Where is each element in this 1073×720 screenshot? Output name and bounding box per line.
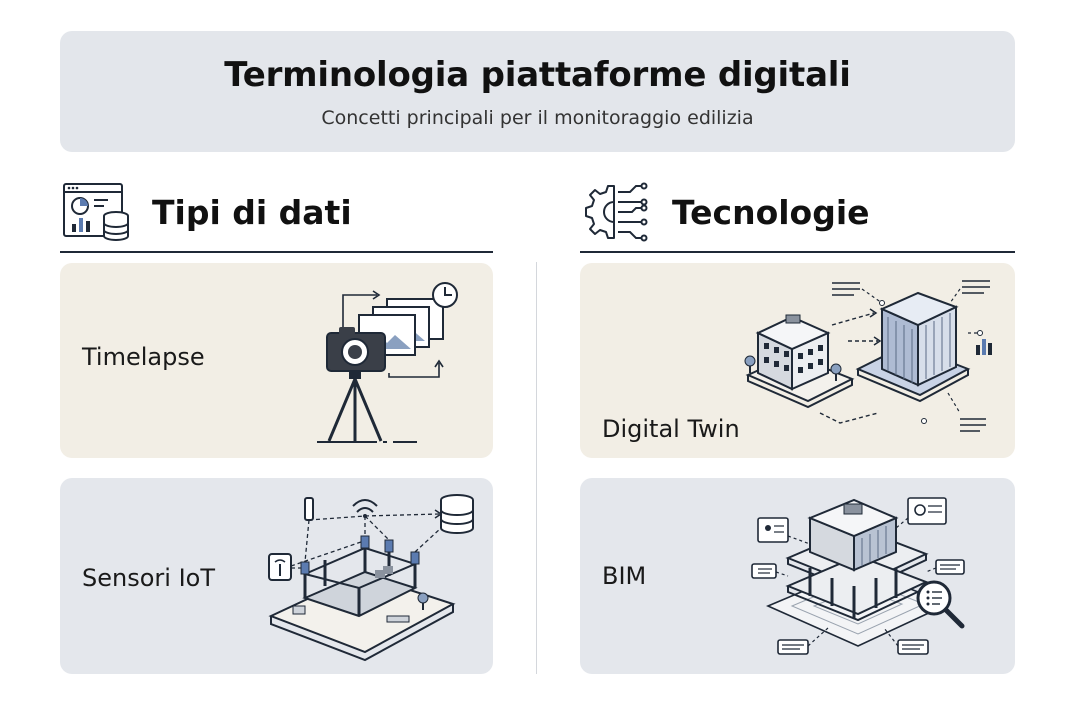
gear-circuit-icon xyxy=(585,182,648,242)
section-divider-right xyxy=(580,251,1015,253)
page-title: Terminologia piattaforme digitali xyxy=(224,54,851,95)
column-divider xyxy=(536,262,537,674)
page-subtitle: Concetti principali per il monitoraggio … xyxy=(321,106,754,129)
section-divider-left xyxy=(60,251,493,253)
card-label-digital-twin: Digital Twin xyxy=(602,415,740,443)
dashboard-database-icon xyxy=(63,183,129,241)
card-timelapse: Timelapse xyxy=(60,263,493,458)
card-bim: BIM xyxy=(580,478,1015,674)
construction-sensors-icon xyxy=(268,494,474,662)
section-heading-technologies: Tecnologie xyxy=(580,176,1015,248)
section-title-data-types: Tipi di dati xyxy=(152,192,352,232)
card-label-timelapse: Timelapse xyxy=(82,343,205,371)
section-title-technologies: Tecnologie xyxy=(672,192,870,232)
section-heading-data-types: Tipi di dati xyxy=(60,176,493,248)
card-label-iot-sensors: Sensori IoT xyxy=(82,564,215,592)
card-iot-sensors: Sensori IoT xyxy=(60,478,493,674)
bim-building-icon xyxy=(751,497,965,655)
camera-tripod-icon xyxy=(317,282,458,443)
card-label-bim: BIM xyxy=(602,562,647,590)
twin-buildings-icon xyxy=(744,280,992,432)
card-digital-twin: Digital Twin xyxy=(580,263,1015,458)
header-banner: Terminologia piattaforme digitali Concet… xyxy=(60,31,1015,152)
